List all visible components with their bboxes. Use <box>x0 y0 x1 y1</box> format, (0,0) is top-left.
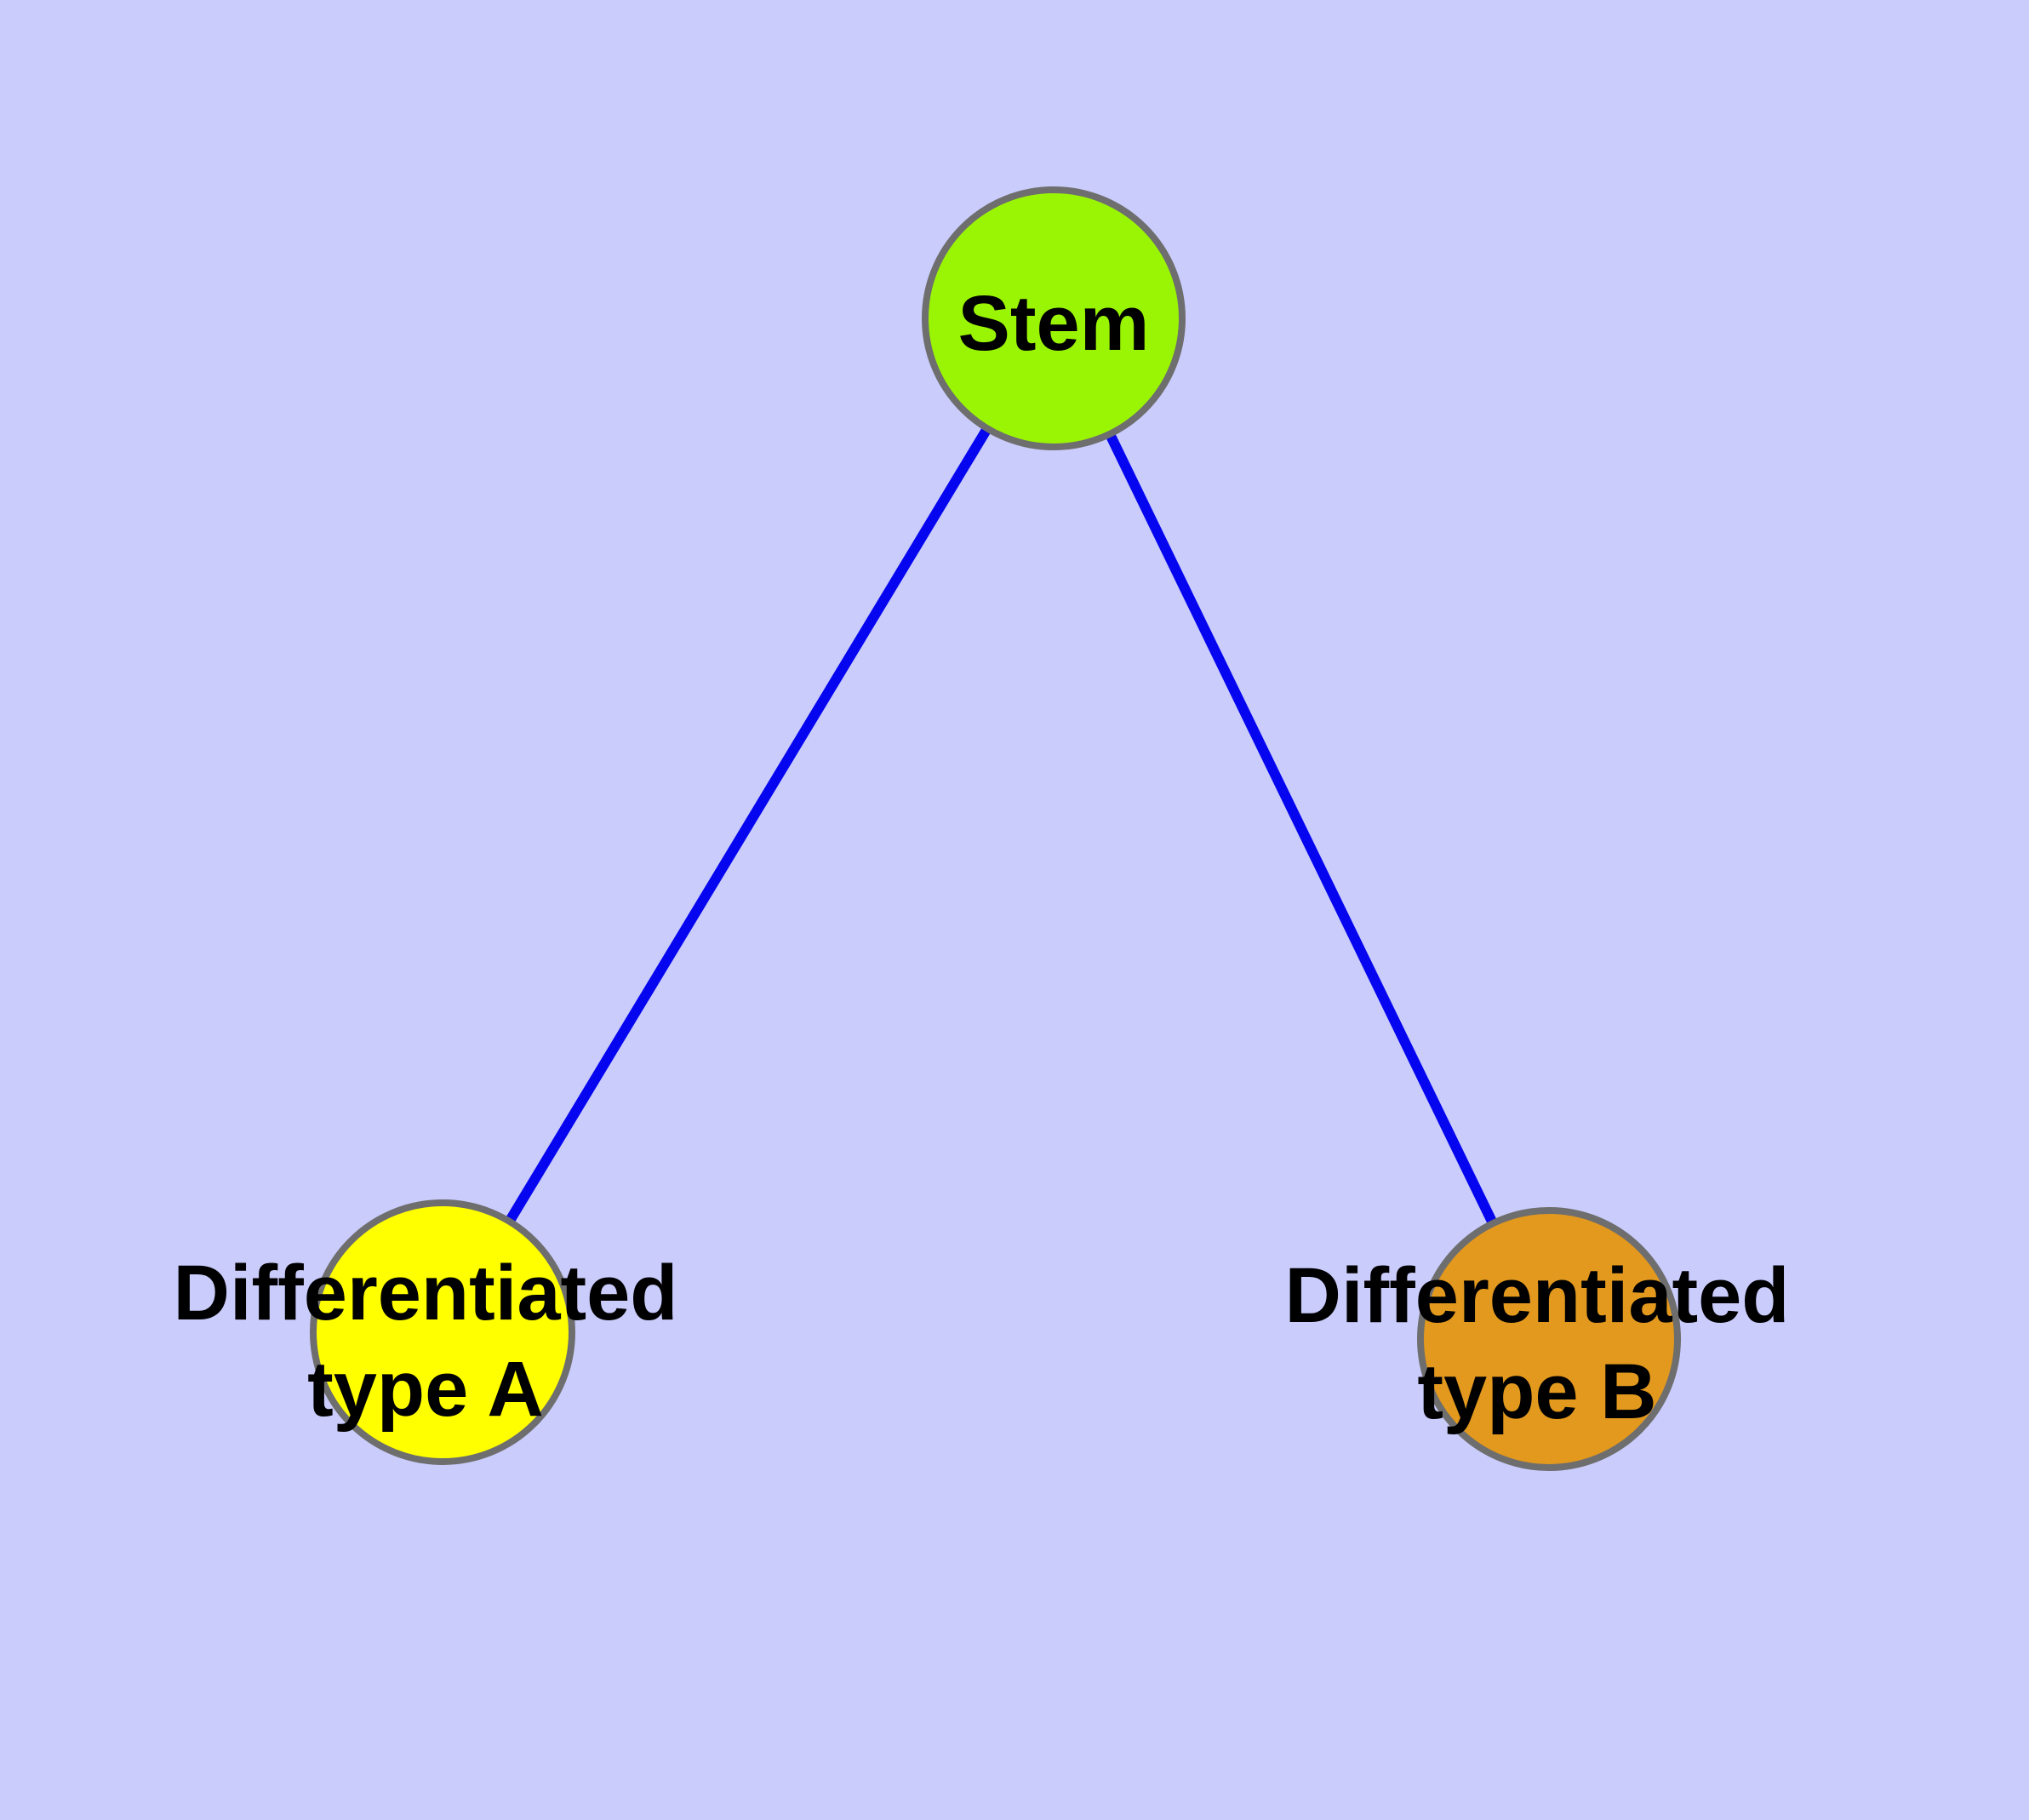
differentiated-type-b-label-line2: type B <box>1417 1348 1656 1435</box>
differentiated-type-a-label-line2: type A <box>307 1346 544 1433</box>
edge-stem-to-type-b <box>1049 316 1554 1342</box>
stem-node-label: Stem <box>958 280 1150 367</box>
differentiated-type-a-label-line1: Differentiated <box>174 1250 678 1336</box>
stem-node <box>922 186 1186 450</box>
edge-stem-to-type-a <box>437 315 1059 1336</box>
differentiated-type-b-node <box>1417 1207 1681 1471</box>
differentiated-type-b-label-line1: Differentiated <box>1285 1252 1790 1339</box>
differentiated-type-a-node <box>310 1199 575 1465</box>
